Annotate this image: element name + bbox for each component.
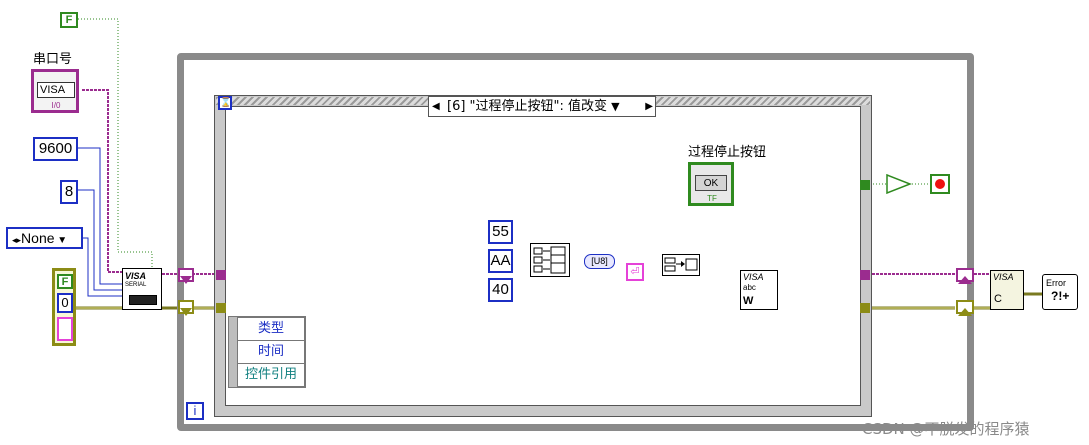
event-data-row: 时间	[237, 340, 305, 364]
event-data-bar	[229, 317, 237, 387]
visa-close-title: VISA	[993, 272, 1014, 282]
visa-close-node[interactable]: VISA C	[990, 270, 1024, 310]
enum-arrows-icon: ◂▸	[12, 235, 22, 245]
byte-to-string-icon	[664, 257, 698, 272]
databits-wire	[78, 189, 122, 291]
build-array-node[interactable]	[530, 243, 570, 277]
cluster-bool: F	[57, 274, 73, 289]
ok-button-face: OK	[695, 175, 727, 191]
carriage-return-constant[interactable]: ⏎	[626, 263, 644, 281]
visa-serial-title: VISA	[125, 271, 147, 281]
loop-iteration-terminal: i	[186, 402, 204, 420]
serial-port-icon	[129, 295, 157, 305]
bool-false-constant[interactable]: F	[60, 12, 78, 28]
error-glyph: ?!+	[1051, 289, 1070, 303]
visa-serial-sub: SERIAL	[125, 282, 147, 288]
shift-register-visa-left[interactable]	[178, 268, 194, 284]
u8-conversion-node[interactable]: [U8]	[584, 254, 615, 269]
visa-resource-control[interactable]: VISA I/0	[31, 69, 79, 113]
cluster-string	[57, 317, 73, 341]
event-data-row: 控件引用	[237, 363, 305, 387]
loop-stop-terminal[interactable]	[930, 174, 950, 194]
error-tunnel-in	[216, 303, 226, 313]
error-title: Error	[1046, 278, 1066, 288]
simple-error-handler-node[interactable]: Error ?!+	[1042, 274, 1078, 310]
visa-resource-wire	[82, 89, 122, 273]
visa-tunnel-in	[216, 270, 226, 280]
dropdown-arrow-icon: ▼	[54, 235, 68, 246]
baud-wire	[78, 147, 122, 285]
byte-constant-40[interactable]: 40	[488, 278, 513, 302]
error-tunnel-out	[860, 303, 870, 313]
cluster-numeric: 0	[57, 293, 73, 313]
byte-array-to-string-node[interactable]	[662, 254, 700, 276]
visa-resource-text: VISA	[37, 82, 75, 98]
baud-rate-constant[interactable]: 9600	[33, 137, 78, 161]
visa-write-sub: abc	[743, 283, 756, 292]
visa-close-c: C	[994, 293, 1002, 305]
event-data-node[interactable]: 类型 时间 控件引用	[228, 316, 306, 388]
build-array-icon	[533, 246, 566, 274]
timeout-terminal[interactable]: ⌛	[218, 96, 232, 110]
dropdown-arrow-icon[interactable]: ▼	[611, 100, 620, 113]
stop-button-terminal[interactable]: OK TF	[688, 162, 734, 206]
visa-write-w: W	[743, 295, 754, 307]
error-cluster-constant[interactable]: F 0	[52, 268, 76, 346]
stop-icon	[935, 179, 945, 189]
shift-register-error-right[interactable]	[956, 300, 974, 316]
down-arrow-icon	[180, 276, 192, 284]
stop-button-label: 过程停止按钮	[688, 145, 767, 160]
stop-tunnel	[860, 180, 870, 190]
visa-configure-serial-node[interactable]: VISA SERIAL	[122, 268, 162, 310]
prev-case-icon[interactable]: ◀	[432, 101, 440, 112]
shift-register-error-left[interactable]	[178, 300, 194, 316]
visa-write-node[interactable]: VISA abc W	[740, 270, 778, 310]
visa-write-title: VISA	[743, 272, 764, 282]
byte-constant-55[interactable]: 55	[488, 220, 513, 244]
not-function-icon[interactable]	[886, 174, 912, 194]
event-case-selector[interactable]: ◀ [6] "过程停止按钮": 值改变 ▼ ▶	[428, 96, 656, 117]
data-bits-constant[interactable]: 8	[60, 180, 78, 204]
case-selector-label: [6] "过程停止按钮": 值改变	[447, 99, 608, 114]
parity-value: None	[21, 230, 55, 246]
next-case-icon[interactable]: ▶	[645, 101, 653, 112]
shift-register-visa-right[interactable]	[956, 268, 974, 284]
event-data-row: 类型	[237, 317, 305, 341]
byte-constant-aa[interactable]: AA	[488, 249, 513, 273]
visa-tunnel-out	[860, 270, 870, 280]
up-arrow-icon	[958, 308, 972, 316]
down-arrow-icon	[180, 308, 192, 316]
serial-port-label: 串口号	[33, 52, 73, 67]
bool-wire	[78, 18, 153, 270]
visa-io-text: I/0	[51, 101, 61, 110]
parity-wire	[83, 237, 122, 297]
watermark: CSDN @不脱发的程序猿	[862, 420, 1030, 438]
up-arrow-icon	[958, 276, 972, 284]
parity-enum-constant[interactable]: ◂▸None ▼	[6, 227, 83, 249]
while-loop[interactable]	[177, 53, 974, 431]
tf-tag: TF	[707, 194, 717, 203]
